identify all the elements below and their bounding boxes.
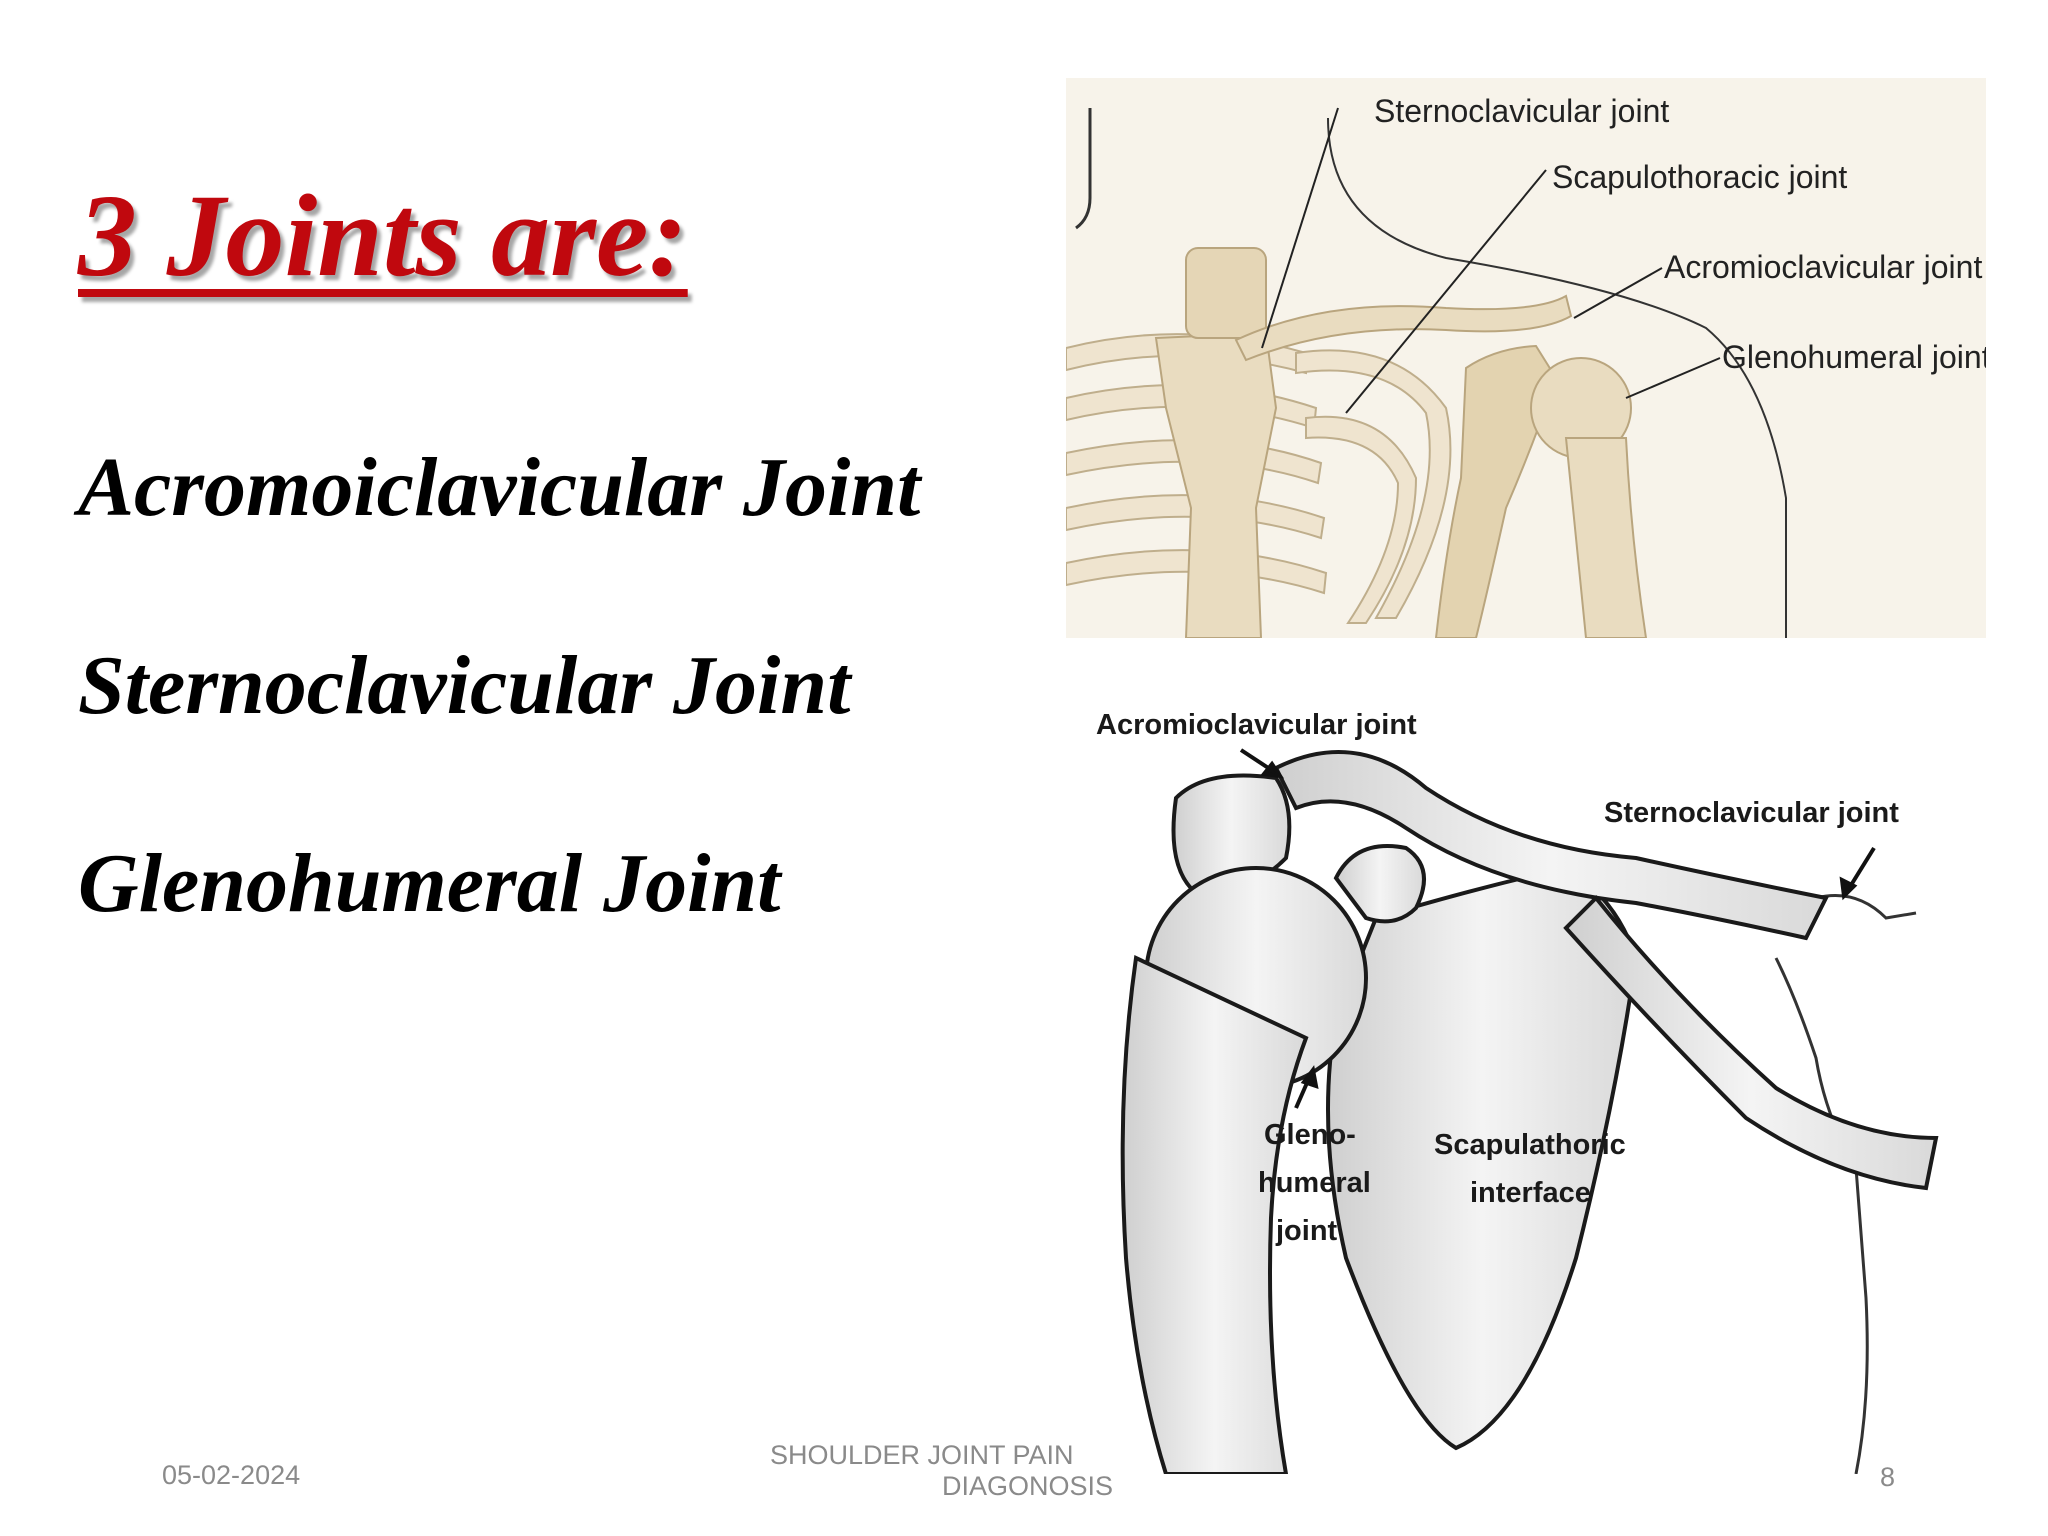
- coracoid-drawing: [1333, 844, 1426, 924]
- humerus-shaft: [1564, 437, 1648, 638]
- cervical-spine: [1185, 247, 1267, 339]
- clavicle-drawing: [1273, 750, 1829, 941]
- label-gleno-line1: Gleno-: [1264, 1119, 1356, 1151]
- footer-date: 05-02-2024: [162, 1460, 301, 1490]
- sternum: [1154, 331, 1278, 638]
- label-acromioclavicular-joint-b: Acromioclavicular joint: [1096, 709, 1417, 741]
- rib-bar-drawing: [1563, 895, 1939, 1191]
- label-gleno-line3: joint: [1275, 1215, 1338, 1247]
- joint-list: Acromoiclavicular Joint Sternoclavicular…: [78, 440, 920, 1034]
- shoulder-line-drawing: Acromioclavicular joint Sternoclavicular…: [1096, 698, 1978, 1474]
- humerus-drawing: [1120, 955, 1309, 1474]
- footer-title: SHOULDER JOINT PAIN DIAGONOSIS: [770, 1440, 1130, 1502]
- footer-title-line2: DIAGONOSIS: [942, 1471, 1114, 1501]
- joint-item-sternoclavicular: Sternoclavicular Joint: [78, 639, 851, 732]
- footer-page-number: 8: [1880, 1462, 1896, 1492]
- leader-lines: [1261, 107, 1721, 414]
- label-sternoclavicular-joint-b: Sternoclavicular joint: [1604, 797, 1899, 829]
- arrows: [1239, 748, 1876, 1109]
- label-scapulathoric-line1: Scapulathoric: [1434, 1129, 1626, 1161]
- body-outline-right: [1327, 117, 1787, 638]
- label-scapulathoric-line2: interface: [1470, 1177, 1591, 1209]
- slide-title: 3 Joints are:: [78, 170, 688, 301]
- label-sternoclavicular-joint: Sternoclavicular joint: [1374, 93, 1669, 129]
- line-drawing-svg: Acromioclavicular joint Sternoclavicular…: [1096, 709, 1939, 1474]
- label-scapulothoracic-joint: Scapulothoracic joint: [1552, 159, 1847, 195]
- joint-item-glenohumeral: Glenohumeral Joint: [78, 837, 781, 930]
- footer-title-line1: SHOULDER JOINT PAIN: [770, 1440, 1074, 1470]
- label-acromioclavicular-joint: Acromioclavicular joint: [1664, 249, 1982, 285]
- scapula: [1434, 344, 1558, 638]
- clavicle: [1234, 294, 1573, 362]
- label-gleno-line2: humeral: [1258, 1167, 1371, 1199]
- body-outline-left: [1075, 108, 1092, 230]
- shoulder-skeleton-illustration: Sternoclavicular joint Scapulothoracic j…: [1066, 78, 1986, 638]
- skeleton-figure-svg: Sternoclavicular joint Scapulothoracic j…: [1066, 78, 1986, 638]
- acromion-drawing: [1171, 773, 1292, 896]
- label-glenohumeral-joint: Glenohumeral joint: [1722, 339, 1986, 375]
- joint-item-acromioclavicular: Acromoiclavicular Joint: [78, 441, 921, 534]
